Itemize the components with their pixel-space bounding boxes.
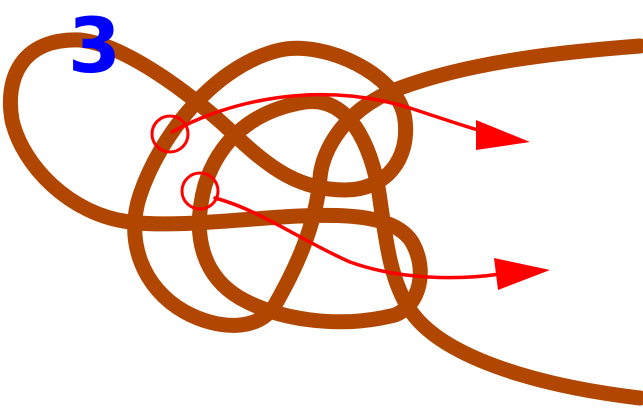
right-arrow-icon bbox=[494, 258, 550, 290]
step-number-label: 3 bbox=[68, 1, 121, 90]
right-arrow-icon bbox=[476, 120, 530, 150]
